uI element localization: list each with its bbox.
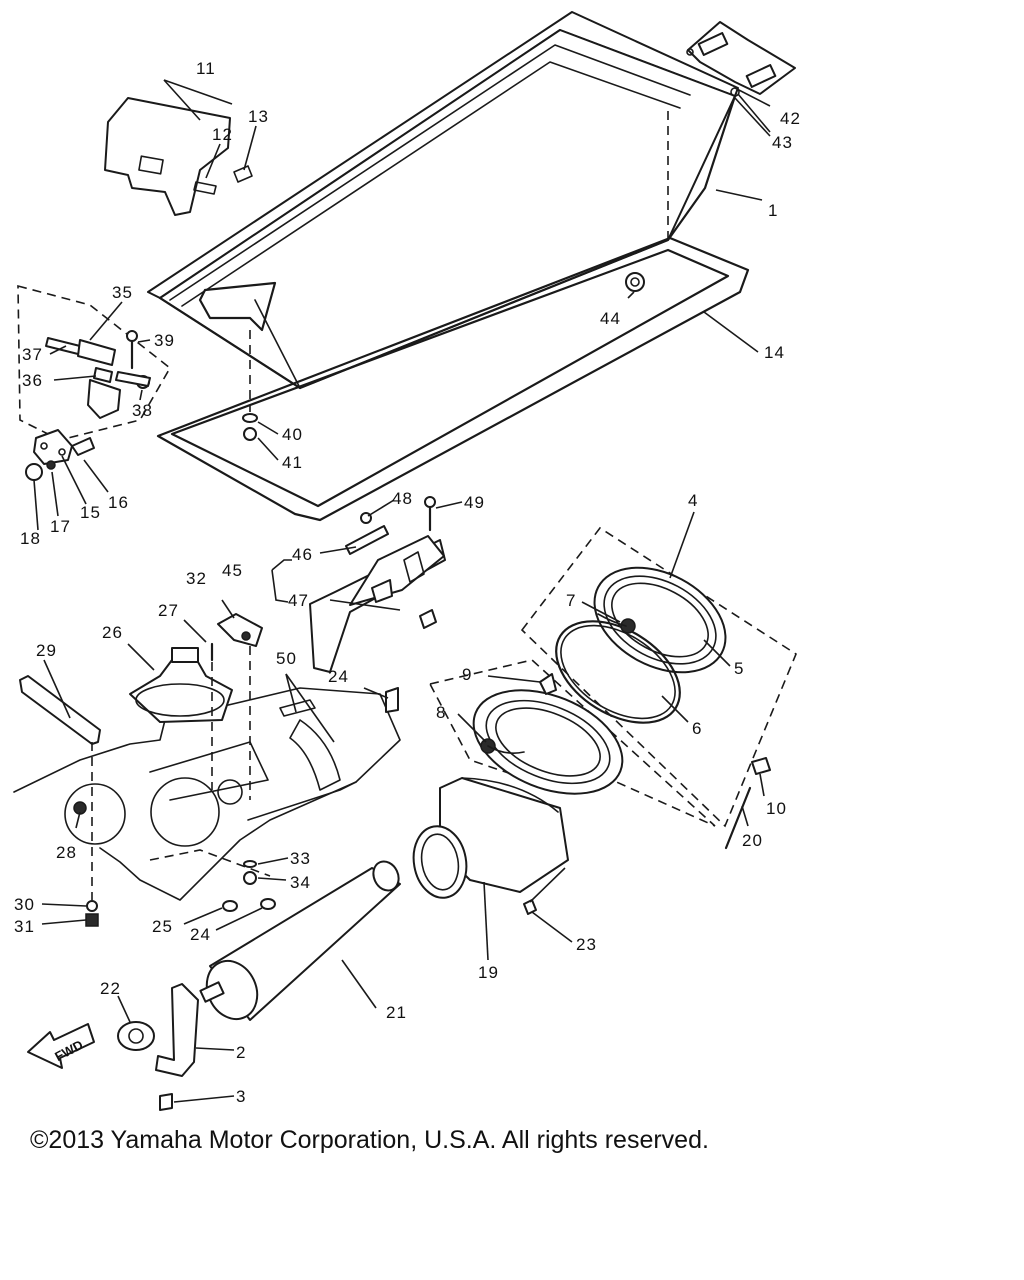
callout-26: 26 (102, 623, 123, 642)
small-bracket-15 (25, 429, 95, 481)
callout-29: 29 (36, 641, 57, 660)
callout-47: 47 (288, 591, 309, 610)
callout-3: 3 (236, 1087, 246, 1106)
callout-13: 13 (248, 107, 269, 126)
callout-40: 40 (282, 425, 303, 444)
callout-32: 32 (186, 569, 207, 588)
callout-24b: 24 (190, 925, 211, 944)
callout-34: 34 (290, 873, 311, 892)
callout-6: 6 (692, 719, 702, 738)
callout-16: 16 (108, 493, 129, 512)
callout-19: 19 (478, 963, 499, 982)
callout-42: 42 (780, 109, 801, 128)
callout-46: 46 (292, 545, 313, 564)
callout-33: 33 (290, 849, 311, 868)
cover-assembly-8 (428, 659, 771, 850)
callout-35: 35 (112, 283, 133, 302)
callout-17: 17 (50, 517, 71, 536)
hood-frame (156, 236, 750, 522)
callout-45: 45 (222, 561, 243, 580)
hull-deck (13, 687, 401, 901)
nuts-33-34 (243, 860, 257, 885)
callout-4: 4 (688, 491, 698, 510)
callout-36: 36 (22, 371, 43, 390)
callout-15: 15 (80, 503, 101, 522)
latch-assembly (17, 284, 172, 441)
callout-44: 44 (600, 309, 621, 328)
callout-21: 21 (386, 1003, 407, 1022)
copyright-notice: ©2013 Yamaha Motor Corporation, U.S.A. A… (30, 1126, 709, 1154)
callout-30: 30 (14, 895, 35, 914)
bracket-assembly-45 (309, 496, 446, 673)
bolts-24-25 (222, 687, 399, 912)
boot-26 (129, 647, 233, 723)
callout-31: 31 (14, 917, 35, 936)
callout-39: 39 (154, 331, 175, 350)
bracket-2 (117, 983, 199, 1111)
callout-27: 27 (158, 601, 179, 620)
callout-24a: 24 (328, 667, 349, 686)
hinge-bracket (686, 21, 796, 97)
callout-38: 38 (132, 401, 153, 420)
callout-11: 11 (196, 59, 216, 78)
callout-22: 22 (100, 979, 121, 998)
leader-lines (33, 79, 771, 1103)
callout-9: 9 (462, 665, 472, 684)
callout-8: 8 (436, 703, 446, 722)
callout-2: 2 (236, 1043, 246, 1062)
callout-48: 48 (392, 489, 413, 508)
fwd-arrow-icon: FWD (27, 1023, 95, 1069)
washer-nut-40-41 (242, 330, 258, 441)
callout-labels: 1 2 3 4 5 6 7 8 9 10 11 12 13 14 15 16 1… (14, 59, 801, 1106)
callout-7: 7 (566, 591, 576, 610)
callout-50: 50 (276, 649, 297, 668)
callout-10: 10 (766, 799, 787, 818)
callout-5: 5 (734, 659, 744, 678)
callout-25: 25 (152, 917, 173, 936)
callout-49: 49 (464, 493, 485, 512)
callout-12: 12 (212, 125, 233, 144)
callout-37: 37 (22, 345, 43, 364)
duct-19 (412, 777, 569, 915)
callout-41: 41 (282, 453, 303, 472)
callout-14: 14 (764, 343, 785, 362)
nut-44 (625, 272, 645, 292)
mounting-plate (104, 97, 253, 216)
callout-43: 43 (772, 133, 793, 152)
tube-21 (199, 860, 401, 1021)
callout-1: 1 (768, 201, 778, 220)
callout-23: 23 (576, 935, 597, 954)
callout-28: 28 (56, 843, 77, 862)
rail-29 (19, 675, 101, 927)
hood-cover (147, 11, 739, 390)
callout-20: 20 (742, 831, 763, 850)
callout-18: 18 (20, 529, 41, 548)
